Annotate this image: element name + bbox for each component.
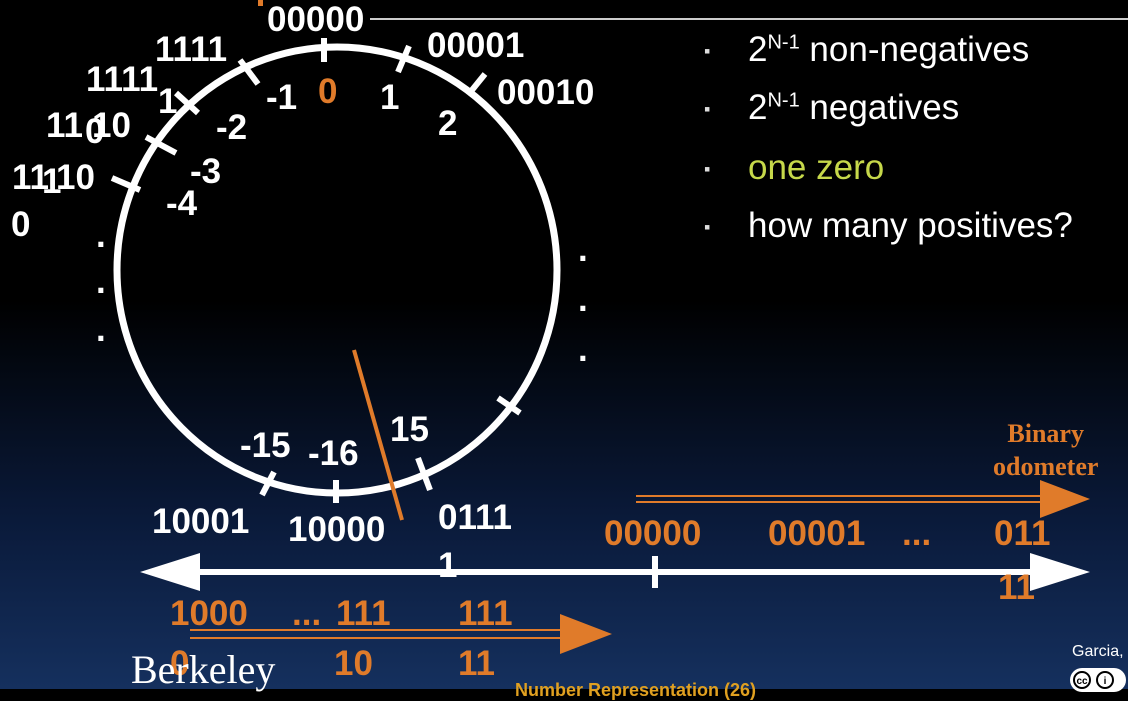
label-1110-a: 11 [46, 106, 83, 145]
label-1110-b: 0 [85, 112, 105, 151]
value-2: 2 [438, 104, 458, 143]
nl-right-dots: ... [902, 514, 932, 553]
value-15: 15 [390, 410, 429, 449]
tick-m4 [110, 175, 142, 193]
label-0: 0 [11, 205, 31, 244]
label-00010: 00010 [497, 73, 595, 112]
label-1111-c: 1 [158, 82, 178, 121]
bullet-marker-icon: ▪ [704, 99, 711, 120]
bullet-one-zero: ▪one zero [704, 148, 885, 187]
dot-right-3: . [578, 330, 588, 369]
value-m2: -2 [216, 108, 248, 147]
nl-111-b: 111 [458, 594, 513, 633]
bullet-marker-icon: ▪ [704, 41, 711, 62]
nl-10: 10 [334, 644, 373, 683]
value-m15: -15 [240, 426, 291, 465]
label-1110-f: 10 [56, 158, 95, 197]
label-1111-b: 1111 [86, 60, 159, 99]
nl-1000: 1000 [170, 594, 248, 633]
dot-right-2: . [578, 280, 588, 319]
bullet-negatives: ▪2N-1 negatives [704, 88, 960, 127]
dot-left-2: . [96, 262, 106, 301]
tick-m2 [173, 90, 201, 116]
nl-00001: 00001 [768, 514, 866, 553]
bullet-marker-icon: ▪ [704, 159, 711, 180]
bullet-non-negatives: ▪2N-1 non-negatives [704, 30, 1030, 69]
label-1110-d: 11 [12, 158, 49, 197]
value-0: 0 [318, 72, 338, 111]
nl-0: 0 [170, 644, 190, 683]
tick-2 [465, 72, 488, 97]
binary-odometer-label: Binary odometer [993, 419, 1099, 481]
bullet-how-many-positives: ▪how many positives? [704, 206, 1073, 245]
dot-right-1: . [578, 230, 588, 269]
wheel-pointer [352, 349, 404, 521]
value-m16: -16 [308, 434, 359, 473]
nl-11-right: 11 [998, 568, 1035, 607]
label-00000: 00000 [267, 0, 365, 39]
tick-right-lower [496, 395, 522, 416]
tick-15 [415, 456, 433, 492]
label-1110-e: 1 [42, 162, 62, 201]
nl-11-left: 11 [458, 644, 495, 683]
orange-arrow-right-top [636, 480, 1090, 518]
label-1111-a: 1111 [155, 30, 228, 69]
nl-011: 011 [994, 514, 1051, 553]
dot-left-3: . [96, 310, 106, 349]
cc-license-icon: cc i [1070, 668, 1126, 692]
label-0111: 0111 [438, 498, 512, 537]
author-name: Garcia, [1072, 643, 1124, 660]
bullet-marker-icon: ▪ [704, 217, 711, 238]
orange-arrow-right-bottom [190, 614, 612, 654]
label-1110-c: 10 [92, 106, 131, 145]
nl-left-dots: ... [292, 594, 322, 633]
slide-footer-title: Number Representation (26) [515, 680, 757, 700]
value-1: 1 [380, 78, 400, 117]
white-number-line [140, 553, 1090, 591]
value-m4: -4 [166, 184, 198, 223]
dot-left-1: . [96, 216, 106, 255]
value-m1: -1 [266, 78, 298, 117]
tick-m15 [259, 470, 277, 497]
tick-m3 [144, 134, 178, 156]
tick-m1 [237, 58, 261, 86]
nl-111-a: 111 [336, 594, 391, 633]
label-10000: 10000 [288, 510, 386, 549]
berkeley-logo: Berkeley [131, 647, 276, 692]
tick-1 [395, 44, 412, 74]
label-00001: 00001 [427, 26, 525, 65]
label-10001: 10001 [152, 502, 250, 541]
nl-00000: 00000 [604, 514, 702, 553]
value-m3: -3 [190, 152, 222, 191]
